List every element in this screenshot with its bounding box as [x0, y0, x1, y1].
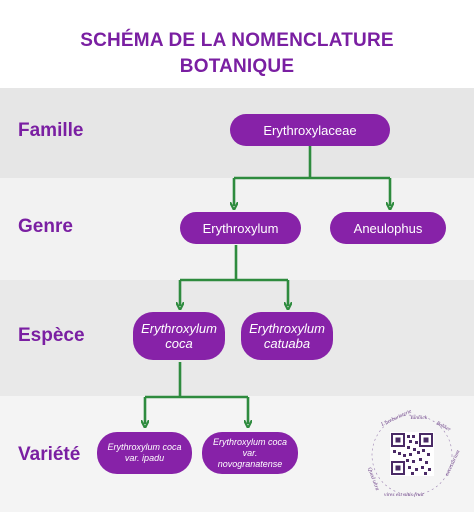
node-variety-ipadu: Erythroxylum coca var. ipadu [97, 432, 192, 474]
qr-code [390, 432, 434, 476]
title-line-1: SCHÉMA DE LA NOMENCLATURE [80, 30, 394, 51]
node-family-label: Erythroxylaceae [263, 122, 357, 138]
page-title: SCHÉMA DE LA NOMENCLATURE BOTANIQUE [0, 28, 474, 80]
svg-text:Yannick: Yannick [410, 415, 428, 421]
node-genus-erythroxylum: Erythroxylum [180, 212, 301, 244]
qr-seal-logo: L'herboristerie Yannick Bakker Quod ultr… [366, 410, 461, 498]
node-variety-novogranatense: Erythroxylum coca var. novogranatense [202, 432, 298, 474]
rank-label-espece: Espèce [18, 325, 85, 346]
svg-text:vires est altis fruit: vires est altis fruit [384, 491, 424, 498]
node-variety-novogranatense-line2: var. novogranatense [217, 447, 283, 469]
node-family: Erythroxylaceae [230, 114, 390, 146]
node-species-catuaba: Erythroxylum catuaba [241, 312, 333, 360]
node-variety-novogranatense-line1: Erythroxylum coca [212, 436, 288, 447]
node-species-catuaba-line2: catuaba [263, 336, 311, 351]
node-genus-aneulophus-label: Aneulophus [353, 220, 423, 236]
node-genus-aneulophus: Aneulophus [330, 212, 446, 244]
node-species-coca-line2: coca [165, 336, 193, 351]
node-species-catuaba-line1: Erythroxylum [249, 321, 325, 336]
node-variety-ipadu-line2: var. ipadu [124, 453, 165, 463]
rank-label-famille: Famille [18, 120, 84, 141]
node-variety-ipadu-line1: Erythroxylum coca [107, 442, 182, 452]
node-species-coca: Erythroxylum coca [133, 312, 225, 360]
svg-text:Bakker: Bakker [435, 420, 452, 433]
band-espece [0, 280, 474, 396]
rank-label-variete: Variété [18, 444, 81, 465]
rank-label-genre: Genre [18, 216, 73, 237]
svg-text:L'herboristerie: L'herboristerie [379, 410, 413, 428]
svg-text:Quod ultra: Quod ultra [366, 467, 380, 492]
title-line-2: BOTANIQUE [179, 56, 295, 77]
node-species-coca-line1: Erythroxylum [141, 321, 217, 336]
svg-text:necessarium: necessarium [444, 449, 461, 476]
node-genus-erythroxylum-label: Erythroxylum [202, 220, 279, 236]
